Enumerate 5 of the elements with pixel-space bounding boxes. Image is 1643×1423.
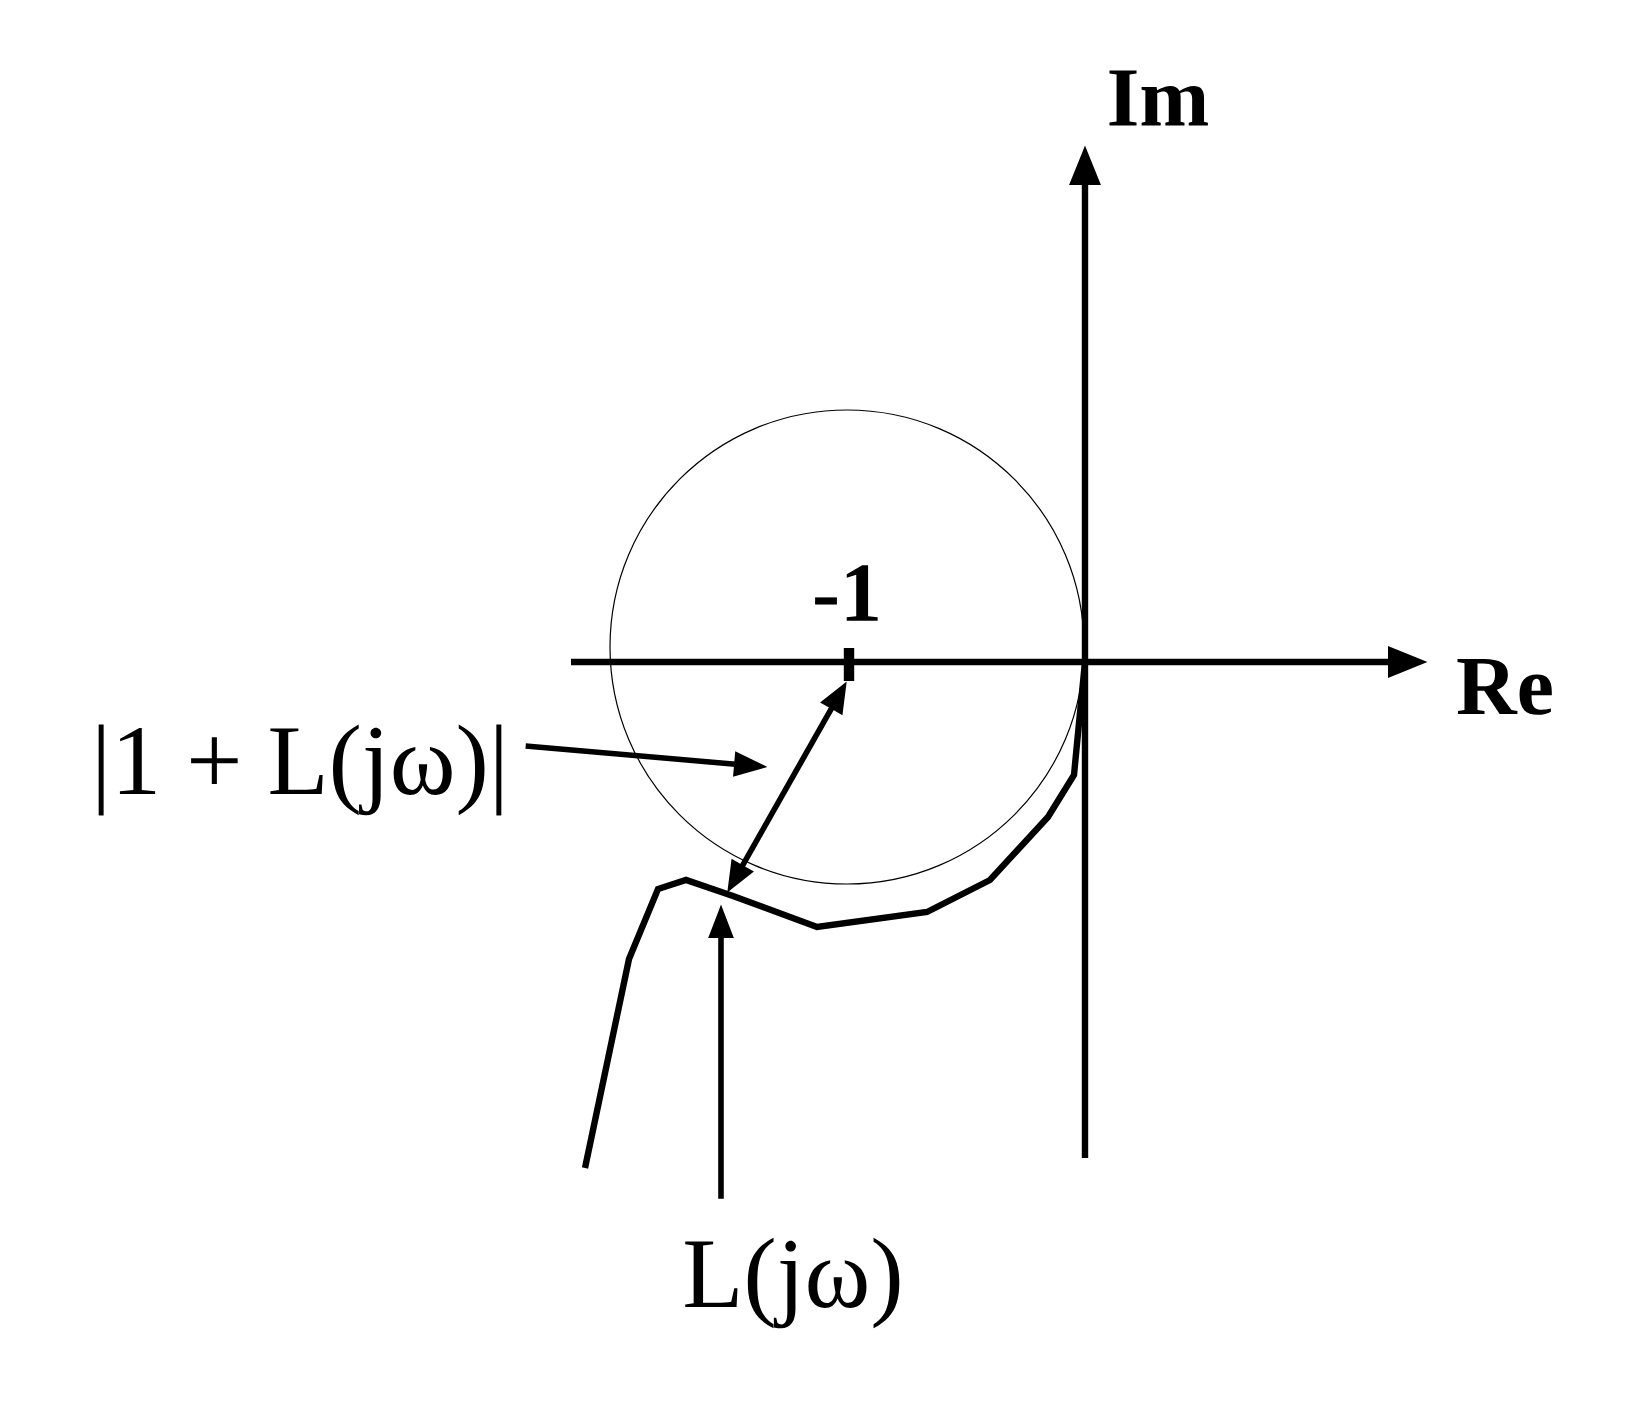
axis-label: Re: [1457, 659, 1552, 715]
axis-label: -1: [815, 565, 878, 621]
math-label: |1 + L(jω)|: [98, 724, 502, 816]
axis-label: Im: [1109, 70, 1208, 126]
math-label: L(jω): [685, 1237, 900, 1329]
